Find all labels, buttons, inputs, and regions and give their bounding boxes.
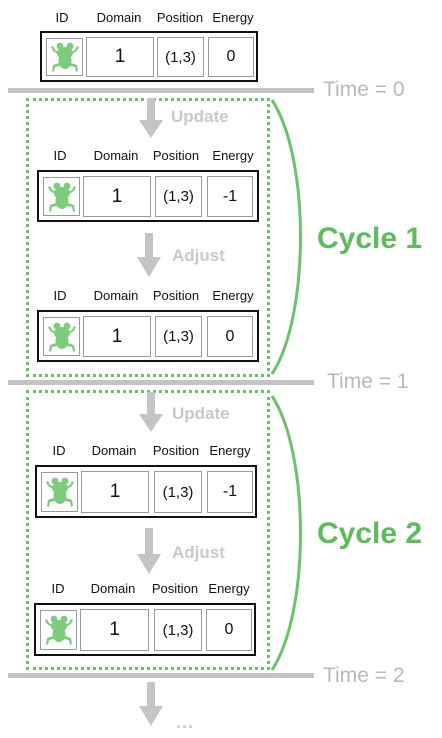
ellipsis: ... [176, 712, 195, 732]
domain-header: Domain [93, 288, 139, 303]
domain-cell: 1 [86, 37, 154, 77]
adjust-arrow [137, 528, 161, 574]
timeline-0 [8, 88, 314, 93]
timeline-1 [8, 380, 314, 385]
id-header: ID [52, 443, 66, 458]
energy-header: Energy [212, 288, 254, 303]
id-header: ID [55, 10, 69, 25]
position-cell: (1,3) [154, 471, 202, 513]
cycle-2-label: Cycle 2 [317, 517, 423, 550]
domain-cell: 1 [83, 176, 151, 217]
energy-cell: 0 [207, 316, 253, 357]
record-3: 1 (1,3) -1 [35, 465, 257, 518]
update-label: Update [171, 107, 229, 126]
frog-icon [40, 610, 77, 650]
energy-header: Energy [212, 148, 254, 163]
energy-cell: 0 [208, 37, 254, 77]
position-header: Position [152, 148, 200, 163]
update-arrow [139, 98, 163, 138]
position-header: Position [152, 443, 200, 458]
record-4: 1 (1,3) 0 [34, 603, 256, 656]
domain-header: Domain [93, 148, 139, 163]
energy-cell: -1 [207, 471, 253, 513]
position-cell: (1,3) [154, 609, 202, 651]
adjust-label: Adjust [172, 543, 225, 562]
frog-icon [46, 38, 83, 76]
domain-header: Domain [90, 581, 136, 596]
cycle-2-brace [270, 395, 302, 671]
cycle-1-brace [270, 99, 302, 375]
timeline-2 [8, 673, 314, 678]
energy-cell: -1 [207, 176, 253, 217]
energy-cell: 0 [206, 609, 252, 651]
frog-icon [43, 317, 80, 356]
energy-header: Energy [209, 443, 251, 458]
update-arrow [139, 392, 163, 432]
adjust-arrow [137, 233, 161, 277]
id-header: ID [53, 288, 67, 303]
position-cell: (1,3) [155, 176, 202, 217]
record-1: 1 (1,3) -1 [37, 170, 259, 222]
update-label: Update [172, 404, 230, 423]
position-cell: (1,3) [157, 37, 204, 77]
record-2: 1 (1,3) 0 [37, 310, 259, 362]
cycle-2-box [26, 390, 270, 670]
position-header: Position [151, 581, 199, 596]
time-label-2: Time = 2 [323, 664, 405, 687]
domain-cell: 1 [83, 316, 151, 357]
domain-header: Domain [96, 10, 142, 25]
record-0: 1 (1,3) 0 [40, 31, 258, 82]
domain-header: Domain [91, 443, 137, 458]
position-cell: (1,3) [155, 316, 202, 357]
domain-cell: 1 [80, 609, 149, 651]
position-header: Position [156, 10, 204, 25]
time-label-0: Time = 0 [323, 78, 405, 101]
id-header: ID [53, 148, 67, 163]
adjust-label: Adjust [172, 246, 225, 265]
domain-cell: 1 [81, 471, 149, 513]
continue-arrow [139, 682, 163, 726]
frog-icon [41, 472, 78, 512]
energy-header: Energy [212, 10, 254, 25]
position-header: Position [152, 288, 200, 303]
id-header: ID [51, 581, 65, 596]
time-label-1: Time = 1 [327, 370, 409, 393]
energy-header: Energy [208, 581, 250, 596]
frog-icon [43, 177, 80, 216]
cycle-1-label: Cycle 1 [317, 222, 423, 255]
